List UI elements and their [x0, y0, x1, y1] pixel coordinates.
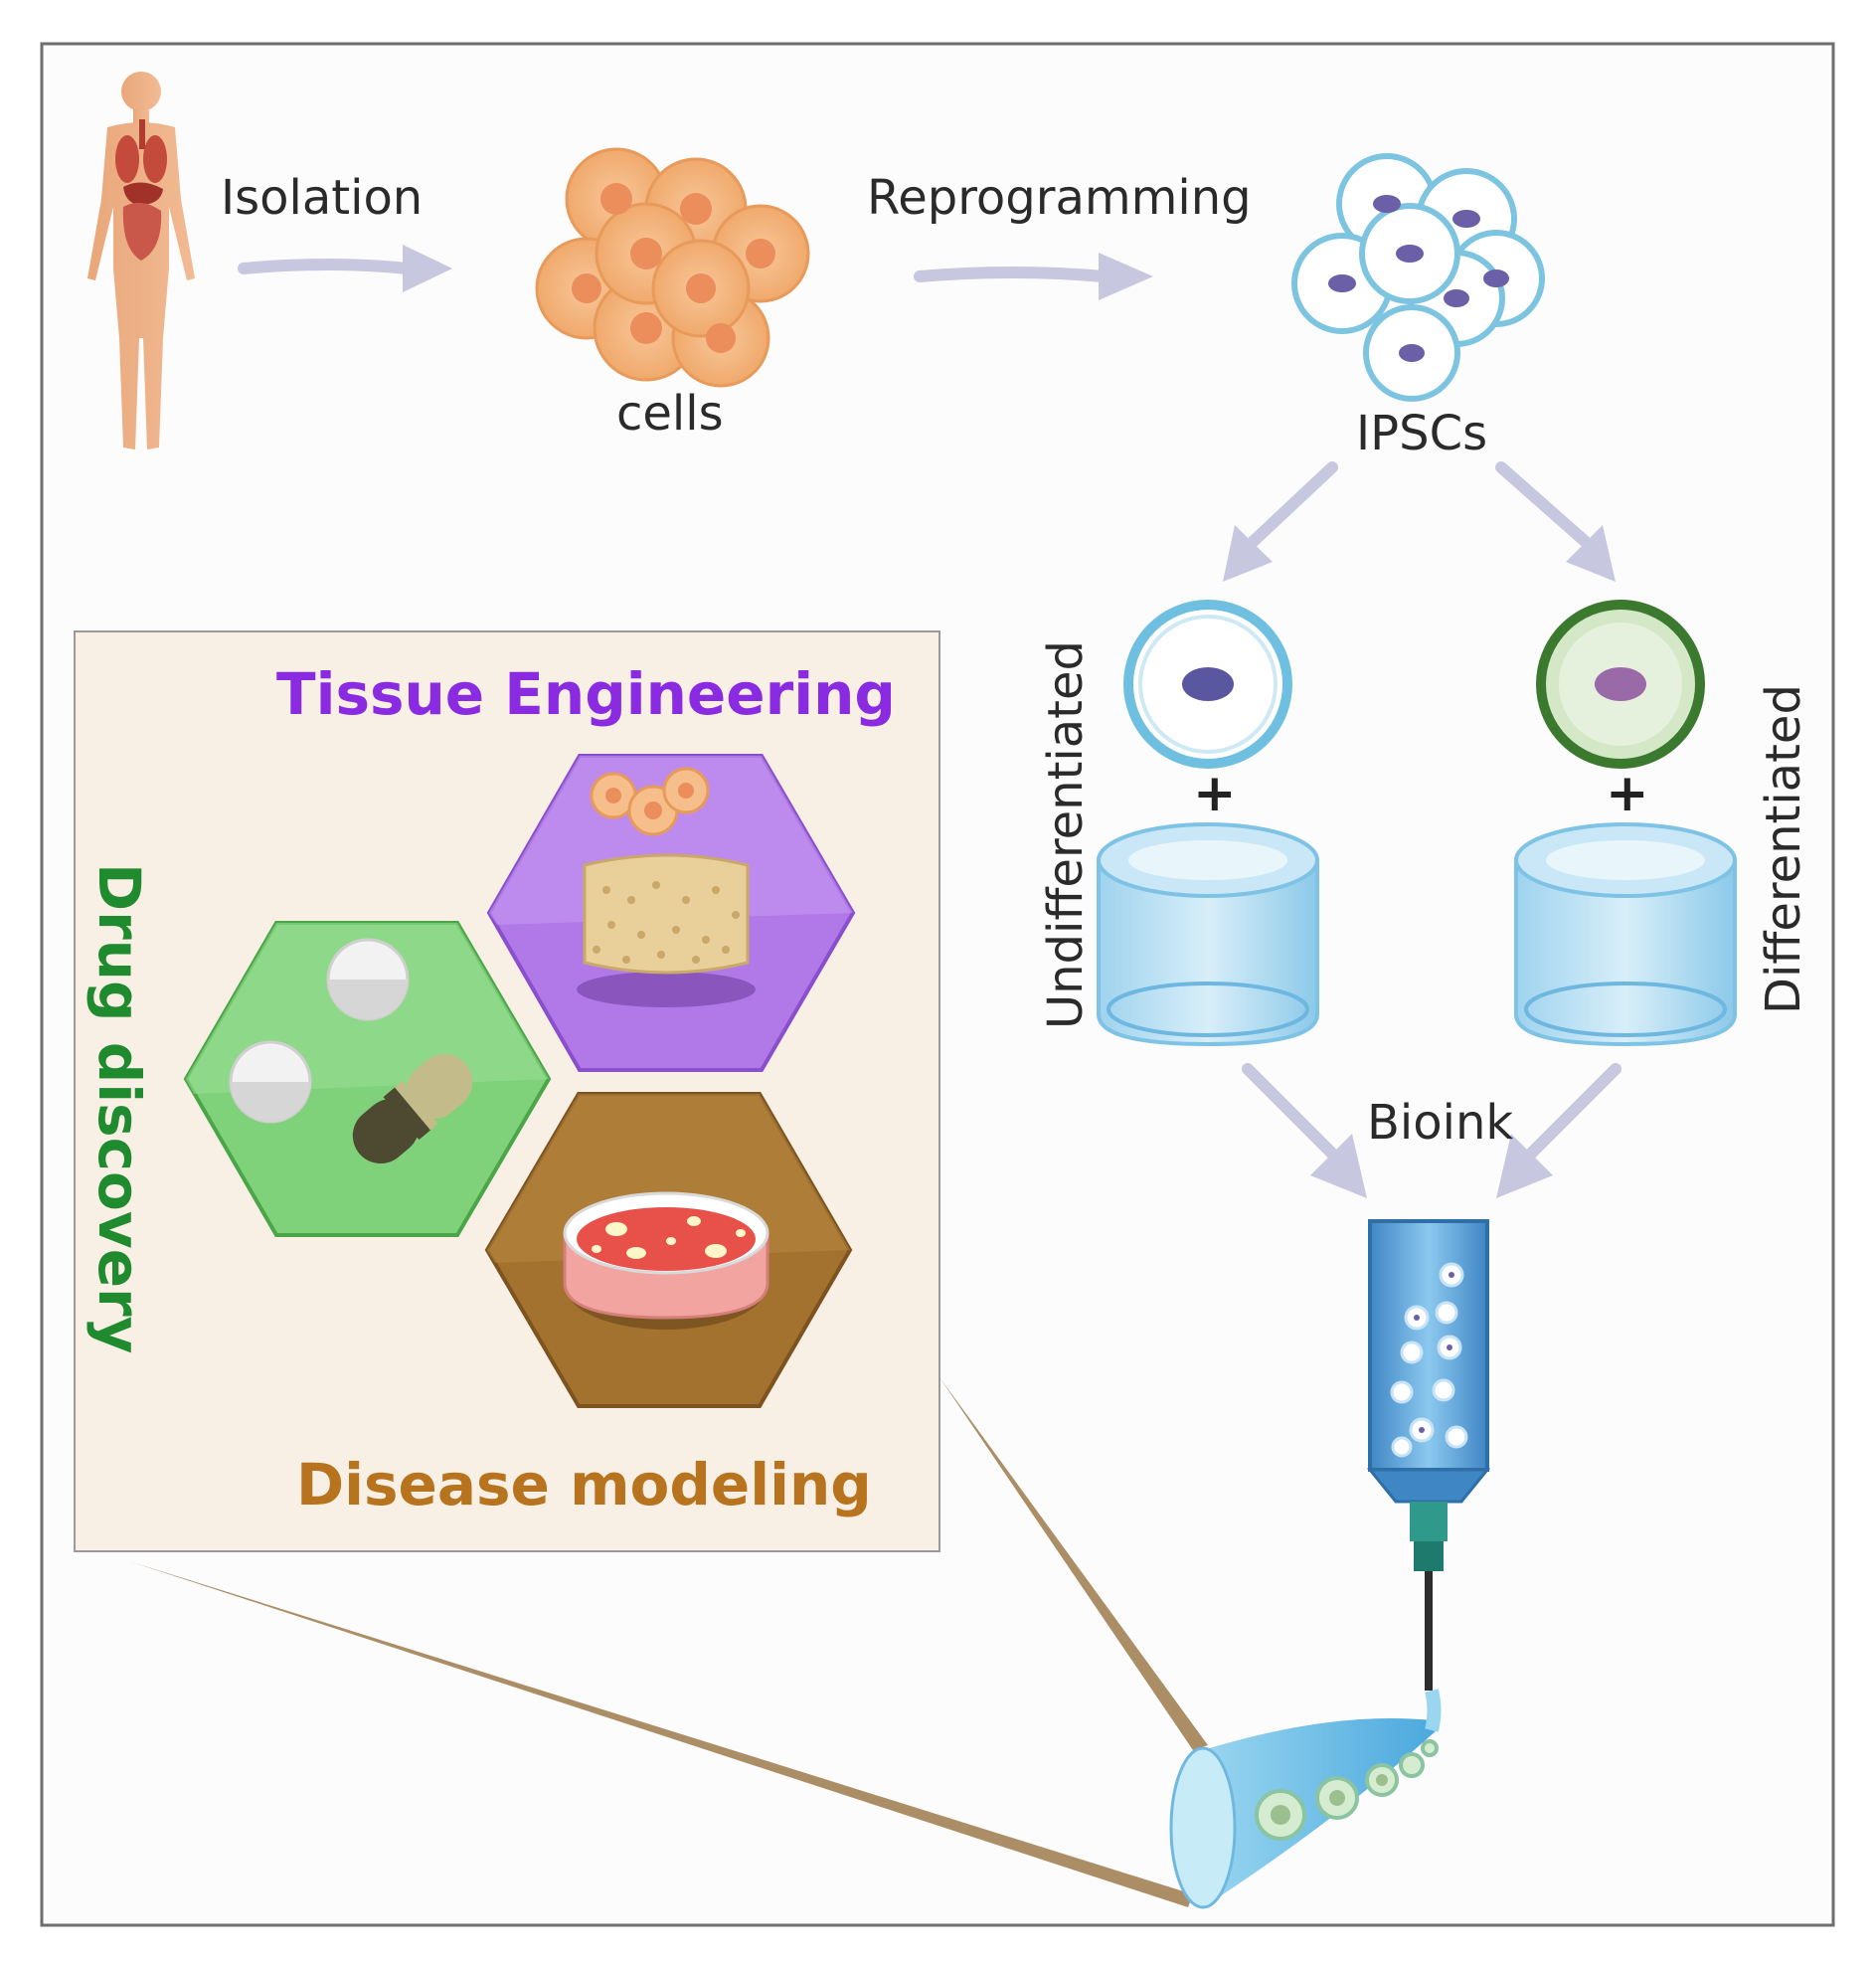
differentiated-cell: [1536, 600, 1705, 769]
disease-modeling-title: Disease modeling: [296, 1451, 872, 1518]
bioink-arrows: [1242, 1063, 1621, 1198]
drug-discovery-title: Drug discovery: [85, 863, 153, 1353]
zoom-lines: [129, 1377, 1208, 1907]
hydrogel-jar-right: [1514, 822, 1737, 1047]
isolation-arrow: [238, 245, 452, 292]
somatic-cells-cluster: [535, 147, 810, 388]
drug-discovery-hexagon: [183, 921, 552, 1237]
isolation-label: Isolation: [221, 170, 423, 226]
hydrogel-jar-left: [1097, 822, 1319, 1047]
undifferentiated-cell: [1123, 600, 1292, 769]
ipscs-label: IPSCs: [1356, 406, 1487, 461]
printed-filament: [1169, 1689, 1442, 1909]
reprogramming-label: Reprogramming: [867, 170, 1252, 226]
bioprinter-syringe: [1366, 1219, 1491, 1691]
disease-modeling-hexagon: [484, 1092, 853, 1408]
undifferentiated-label: Undifferentiated: [1038, 640, 1094, 1029]
bioink-label: Bioink: [1367, 1095, 1513, 1151]
plus-left: +: [1193, 764, 1237, 823]
reprogramming-arrow: [914, 253, 1153, 300]
human-body-icon: [87, 72, 195, 449]
plus-right: +: [1606, 764, 1649, 823]
split-arrows: [1223, 461, 1616, 582]
tissue-engineering-title: Tissue Engineering: [276, 660, 896, 728]
ipsc-cluster: [1291, 153, 1545, 402]
cells-label: cells: [616, 386, 724, 442]
differentiated-label: Differentiated: [1756, 684, 1811, 1014]
tissue-engineering-hexagon: [486, 754, 856, 1072]
